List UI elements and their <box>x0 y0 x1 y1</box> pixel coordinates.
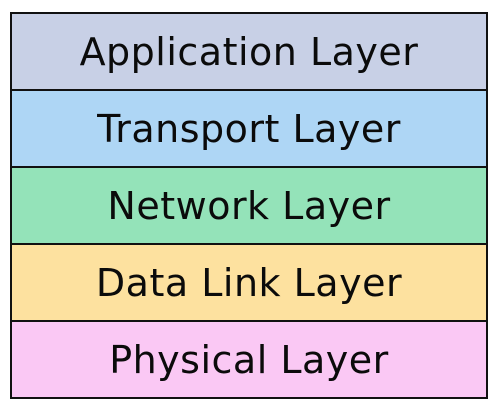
layer-application-label: Application Layer <box>79 29 419 74</box>
layer-physical-label: Physical Layer <box>109 337 389 382</box>
layer-transport-label: Transport Layer <box>97 106 401 151</box>
layer-transport: Transport Layer <box>12 91 486 168</box>
layer-physical: Physical Layer <box>12 322 486 397</box>
layer-network: Network Layer <box>12 168 486 245</box>
layer-application: Application Layer <box>12 14 486 91</box>
osi-layer-stack: Application Layer Transport Layer Networ… <box>10 12 488 399</box>
layer-data-link-label: Data Link Layer <box>95 260 403 305</box>
layer-network-label: Network Layer <box>107 183 391 228</box>
layer-data-link: Data Link Layer <box>12 245 486 322</box>
